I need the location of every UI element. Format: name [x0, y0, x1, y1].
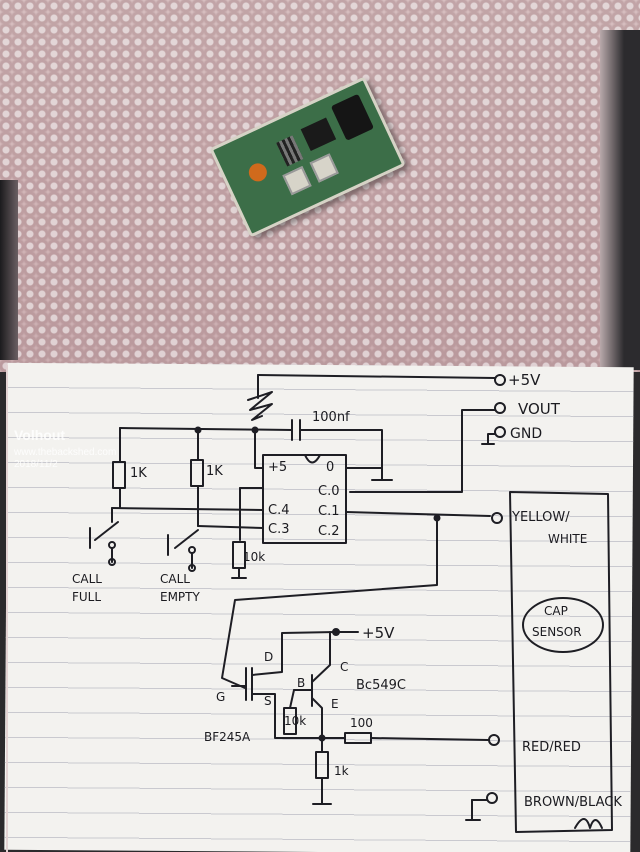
watermark-site: www.thebackshed.com — [14, 447, 117, 458]
label-r-series: 100 — [350, 716, 373, 730]
label-call-full-1: CALL — [72, 572, 102, 586]
label-fet-d: D — [264, 650, 274, 664]
dark-edge-right — [600, 30, 640, 370]
label-yellow: YELLOW/ — [512, 510, 570, 525]
watermark-title: Volhout — [14, 427, 66, 443]
label-capacitor: 100nf — [312, 410, 350, 425]
label-vout: VOUT — [518, 400, 560, 418]
watermark-date: 2018/11/2 — [14, 459, 58, 470]
ic-pin-c1: C.1 — [318, 504, 340, 519]
label-fet-s: S — [264, 694, 272, 708]
label-supply: +5V — [508, 371, 541, 389]
paper-edge — [6, 365, 8, 852]
label-bjt-e: E — [331, 697, 339, 711]
label-call-empty-2: EMPTY — [160, 590, 200, 604]
ic-pin-c2: C.2 — [318, 524, 340, 539]
dark-edge-left — [0, 180, 18, 360]
ic-pin-0: 0 — [326, 460, 335, 475]
label-brown: BROWN/BLACK — [524, 795, 622, 810]
label-bjt-c: C — [340, 660, 349, 674]
label-bjt-b: B — [297, 676, 306, 690]
label-r-emitter: 1k — [334, 764, 349, 778]
label-transistor-supply: +5V — [362, 624, 395, 642]
label-fet-g: G — [216, 690, 226, 704]
label-resistor-left: 1K — [130, 466, 147, 481]
label-call-full-2: FULL — [72, 590, 102, 604]
ic-pin-c3: C.3 — [268, 522, 290, 537]
label-resistor-mid: 1K — [206, 464, 223, 479]
ic-pin-5v: +5 — [268, 460, 288, 475]
label-white: WHITE — [548, 532, 588, 546]
label-fet-part: BF245A — [204, 730, 251, 744]
label-gnd: GND — [510, 426, 543, 442]
label-red: RED/RED — [522, 740, 581, 755]
label-bjt-part: Bc549C — [356, 678, 406, 693]
label-call-empty-1: CALL — [160, 572, 190, 586]
label-resistor-pulldown: 10k — [243, 550, 266, 564]
label-cap-sensor-1: CAP — [544, 604, 568, 618]
ic-pin-c4: C.4 — [268, 503, 290, 518]
label-r-base: 10k — [284, 714, 307, 728]
ic-pin-c0: C.0 — [318, 484, 340, 499]
label-cap-sensor-2: SENSOR — [532, 625, 582, 639]
